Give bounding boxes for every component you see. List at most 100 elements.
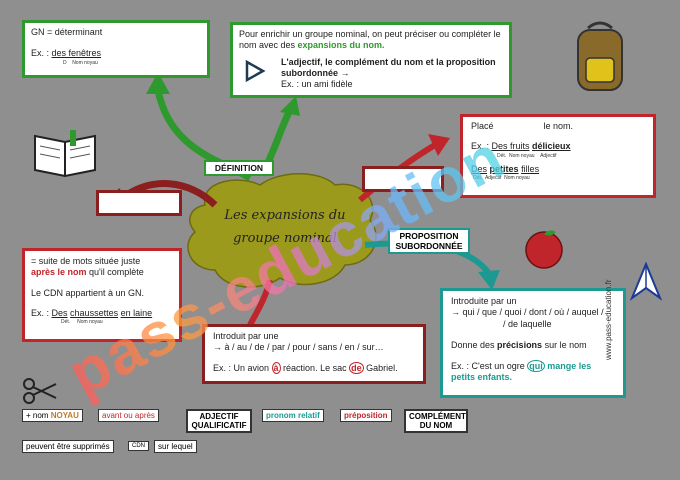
preposition-box: Introduit par une → à / au / de / par / … <box>202 324 426 384</box>
enrich-highlight: expansions du nom. <box>297 40 385 51</box>
center-title-line-1: Les expansions du <box>224 208 346 223</box>
cdn-sub-a: Dét. <box>61 319 71 325</box>
chip-cdn[interactable]: CDN <box>128 441 149 451</box>
rel-line4a: Donne des <box>451 339 498 350</box>
enrich-text: Pour enrichir un groupe nominal, on peut… <box>239 29 501 51</box>
cdn-example: Ex. : Des chaussettes en laine <box>31 308 173 319</box>
propsub-label: PROPOSITION SUBORDONNÉE <box>388 228 470 254</box>
gn-line: GN = déterminant <box>31 27 103 37</box>
center-blob <box>187 173 377 288</box>
arrow-head-rel <box>478 270 500 290</box>
enrich-intro: Pour enrichir un groupe nominal, on peut… <box>239 29 503 52</box>
chip-nom-noyau[interactable]: + nom NOYAU <box>22 409 83 422</box>
relative-box: Introduite par un → qui / que / quoi / d… <box>440 288 626 398</box>
cdn-ex-a: Des <box>51 307 68 318</box>
definition-label: DÉFINITION <box>204 160 274 176</box>
gn-example: Ex. : des fenêtres <box>31 48 201 59</box>
rel-line4b: précisions <box>497 339 543 350</box>
gn-definition-box: GN = déterminant Ex. : des fenêtres D No… <box>22 20 210 78</box>
arrow-head-definition-right <box>280 96 300 116</box>
propsub-label-1: PROPOSITION <box>399 231 459 241</box>
cdn-ex-b: chaussettes <box>70 307 119 318</box>
cdn-line2: après le nom qu'il complète <box>31 267 173 278</box>
cdn-line1: = suite de mots située juste <box>31 256 141 266</box>
prep-line2: → à / au / de / par / pour / sans / en /… <box>213 342 384 353</box>
adj-ex1-a: Des fruits <box>491 141 530 152</box>
arrow-head-adj <box>428 134 450 156</box>
adj-ex1-b: délicieux <box>532 141 571 152</box>
chip-adjectif[interactable]: ADJECTIF QUALIFICATIF <box>186 409 252 433</box>
prep-ex-a: à <box>271 361 281 374</box>
center-title-line-2: groupe nominal <box>233 231 337 246</box>
adj-sub1-b: Nom noyau <box>508 152 535 159</box>
cdn-box: = suite de mots située juste après le no… <box>22 248 182 342</box>
center-title: Les expansions du groupe nominal <box>205 208 365 246</box>
prep-example: Ex. : Un avion à réaction. Le sac de Gab… <box>213 361 415 374</box>
prep-ex-b: réaction. Le sac <box>280 362 350 373</box>
cdn-title-box <box>96 190 182 216</box>
enrich-example: Ex. : un ami fidèle <box>281 79 353 89</box>
scissors-icon <box>23 378 57 404</box>
cdn-ex-prefix: Ex. : <box>31 307 52 318</box>
rel-ex-prefix: Ex. : C'est un ogre <box>451 361 528 371</box>
rel-line1: Introduite par un <box>451 296 517 306</box>
propsub-label-2: SUBORDONNÉE <box>395 241 463 251</box>
apple-icon <box>525 230 563 269</box>
warning-icon <box>245 59 266 83</box>
chip-sur-lequel[interactable]: sur lequel <box>154 440 197 453</box>
prep-ex-c: de <box>349 361 364 374</box>
chip-avant-apres[interactable]: avant ou après <box>98 409 159 422</box>
adj-ex1-prefix: Ex. : <box>471 141 492 152</box>
chip-nom-noyau-b: NOYAU <box>50 411 79 420</box>
adj-sub2: Dét. Adjectif Nom noyau <box>473 175 645 181</box>
book-icon <box>34 130 96 178</box>
prep-ex-d: Gabriel. <box>363 362 398 373</box>
adj-sub2-c: Nom noyau <box>504 175 530 181</box>
cdn-line2b: qu'il complète <box>86 267 144 278</box>
enrich-box: Pour enrichir un groupe nominal, on peut… <box>230 22 512 98</box>
adj-line1-start: Placé <box>471 121 494 131</box>
adj-ex2-a: Des <box>471 163 488 174</box>
adj-sub2-a: Dét. <box>473 175 483 181</box>
enrich-rule: L'adjectif, le complément du nom et la p… <box>281 56 496 78</box>
gn-sub-d: D <box>63 59 67 66</box>
rel-line4: Donne des précisions sur le nom <box>451 340 615 351</box>
chip-nom-noyau-a: + nom <box>26 411 51 420</box>
prep-ex-prefix: Ex. : Un avion <box>213 362 272 373</box>
paper-plane-icon <box>629 262 663 301</box>
rel-line3: / de laquelle <box>503 318 552 329</box>
adj-title-box <box>362 166 444 192</box>
adj-sub2-b: Adjectif <box>484 175 502 181</box>
rel-line4c: sur le nom <box>542 339 587 350</box>
gn-sub-noyau: Nom noyau <box>72 59 98 66</box>
adj-sub1-c: Adjectif <box>540 152 557 159</box>
site-url[interactable]: www.pass-education.fr <box>604 279 613 360</box>
cdn-sub: Dét. Nom noyau <box>61 319 173 325</box>
chip-complement-nom[interactable]: COMPLÉMENT DU NOM <box>404 409 468 433</box>
rel-ex-a: qui <box>527 360 545 372</box>
cdn-line2a: après le nom <box>31 267 87 278</box>
gn-ex-text: des fenêtres <box>51 48 102 59</box>
cdn-sub-b: Nom noyau <box>77 319 103 325</box>
adj-sub1-a: Dét. <box>497 152 507 159</box>
arrow-prep <box>247 279 273 327</box>
gn-ex-prefix: Ex. : <box>31 48 52 59</box>
adj-ex2-b: petites <box>489 163 519 174</box>
chip-pronom-relatif[interactable]: pronom relatif <box>262 409 324 422</box>
adj-ex2: Des petites filles <box>471 164 645 175</box>
gn-sub: D Nom noyau <box>63 60 201 66</box>
backpack-icon <box>577 21 623 91</box>
rel-ex-b: mange les petits enfants. <box>451 361 592 383</box>
adj-ex2-c: filles <box>521 163 540 174</box>
chip-preposition[interactable]: préposition <box>340 409 392 422</box>
rel-example: Ex. : C'est un ogre qui mange les petits… <box>451 360 615 384</box>
adj-ex1: Ex. : Des fruits délicieux <box>471 141 645 152</box>
chip-supprimes[interactable]: peuvent être supprimés <box>22 440 114 453</box>
adj-line1-end: le nom. <box>543 121 574 131</box>
adj-line1: Placé le nom. <box>471 121 645 132</box>
adj-sub1: Dét. Nom noyau Adjectif <box>497 153 645 159</box>
prep-line1: Introduit par une <box>213 331 279 341</box>
arrow-head-definition-left <box>146 72 170 94</box>
